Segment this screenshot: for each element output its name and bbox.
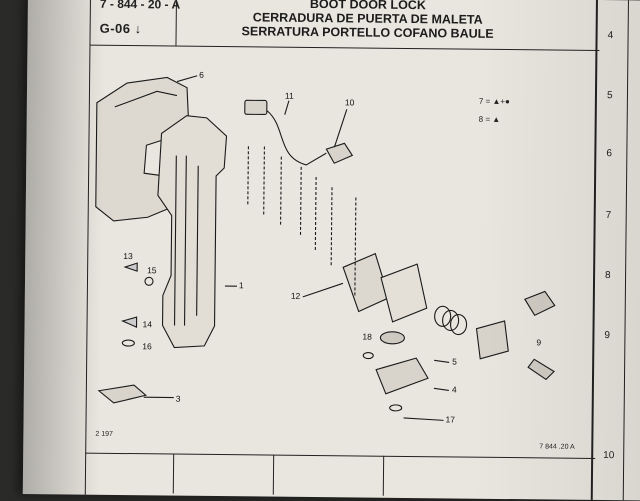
callout-label: 18 bbox=[362, 332, 372, 342]
callout-label: 5 bbox=[452, 356, 457, 366]
callout-label: 9 bbox=[536, 337, 541, 347]
callout-label: 6 bbox=[199, 70, 204, 80]
callout-label: 15 bbox=[147, 265, 157, 275]
callout-label: 1 bbox=[239, 280, 244, 290]
exploded-parts-diagram: 6 11 10 13 15 1 12 14 16 3 18 5 4 17 9 bbox=[95, 70, 556, 424]
callout-label: 12 bbox=[291, 291, 301, 301]
callout-label: 4 bbox=[452, 384, 457, 394]
callout-label: 14 bbox=[142, 319, 152, 329]
callout-label: 16 bbox=[142, 341, 152, 351]
lock-body bbox=[157, 115, 228, 349]
callout-label: 3 bbox=[176, 394, 181, 404]
callout-label: 11 bbox=[285, 91, 294, 101]
catalog-page: 7 - 844 - 20 - A G-06 ↓ BOOT DOOR LOCK C… bbox=[22, 0, 640, 501]
clip-part bbox=[97, 384, 147, 404]
lock-cylinder bbox=[475, 320, 509, 360]
switch-part bbox=[325, 142, 354, 164]
connector-part bbox=[244, 99, 268, 116]
callout-label: 10 bbox=[345, 97, 355, 107]
callout-label: 17 bbox=[446, 414, 456, 424]
callout-label: 13 bbox=[123, 251, 133, 261]
